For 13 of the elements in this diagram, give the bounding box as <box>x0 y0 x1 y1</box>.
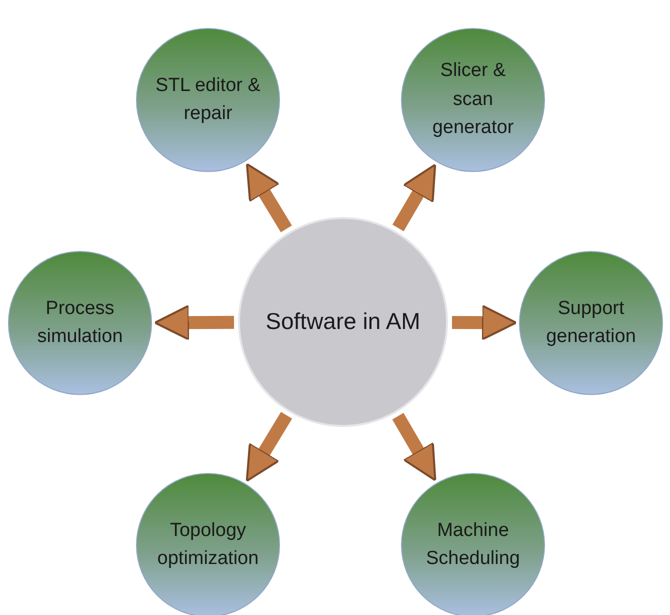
arrow <box>452 304 518 340</box>
node-label: Support generation <box>545 296 637 349</box>
node-label: Slicer & scan generator <box>431 59 515 140</box>
node-label: Software in AM <box>264 307 422 336</box>
arrow <box>392 412 436 482</box>
node-label: Topology optimization <box>156 518 260 571</box>
node-label: STL editor & repair <box>154 74 262 126</box>
arrow <box>392 164 436 232</box>
node-label: Machine Scheduling <box>424 518 522 571</box>
arrow <box>246 163 292 232</box>
node-label: Process simulation <box>36 296 124 349</box>
arrow <box>154 304 234 340</box>
arrow <box>246 412 292 482</box>
